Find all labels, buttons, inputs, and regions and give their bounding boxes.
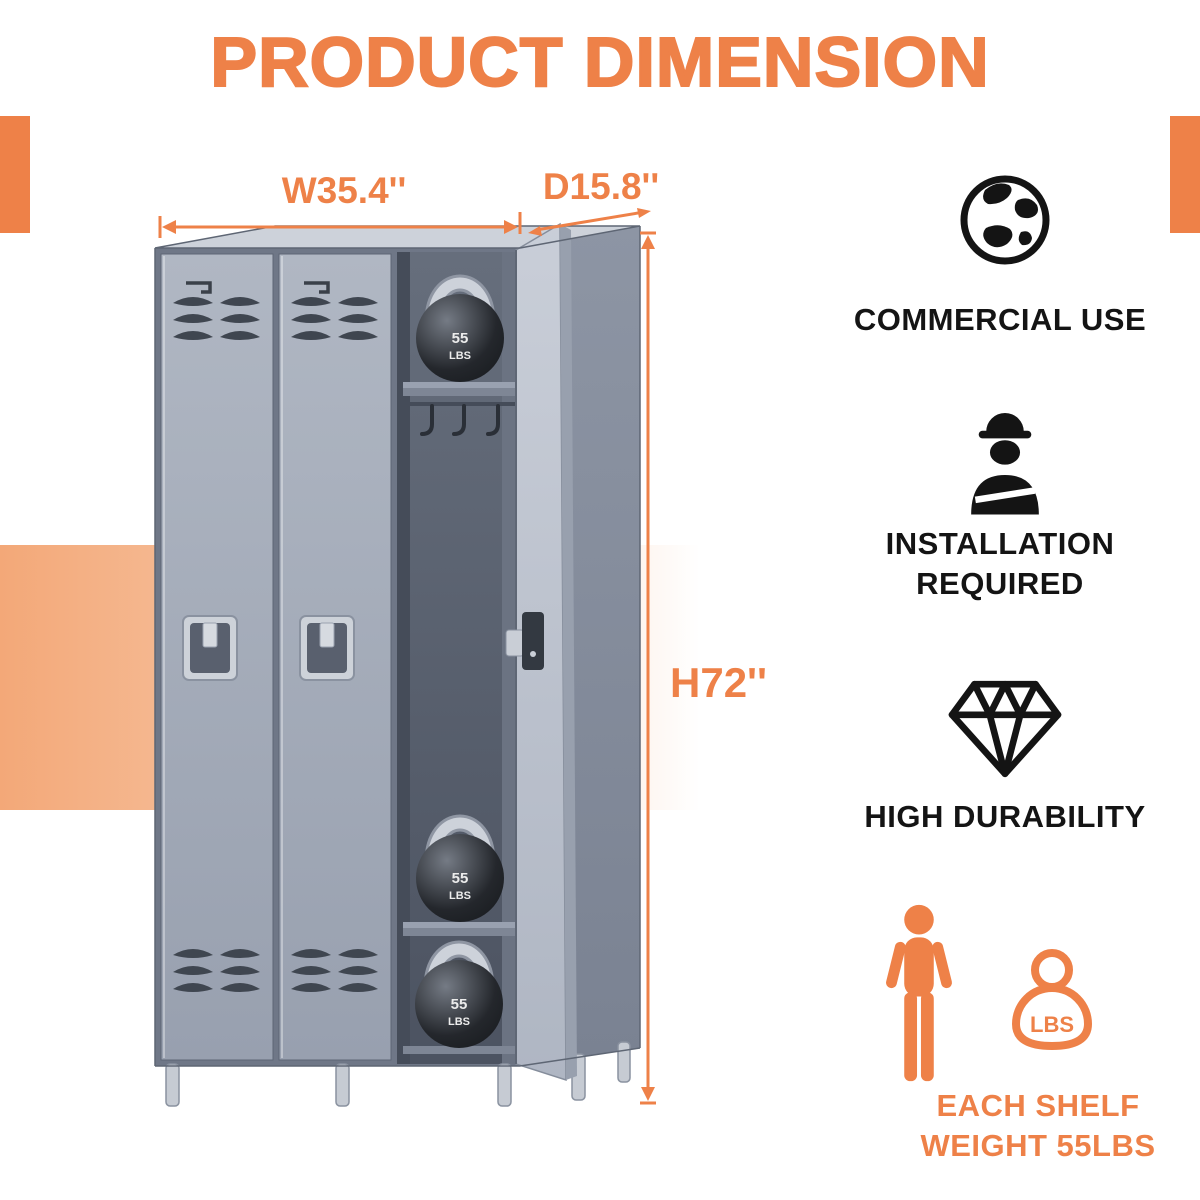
diamond-icon bbox=[948, 680, 1062, 778]
kettlebell-unit-label: LBS bbox=[449, 350, 471, 362]
door-lock bbox=[505, 612, 544, 670]
width-dimension-label: W35.4'' bbox=[282, 170, 407, 211]
locker-shelves bbox=[403, 382, 516, 1054]
depth-dimension-arrow bbox=[528, 208, 651, 236]
globe-icon bbox=[960, 175, 1050, 265]
construction-worker-icon bbox=[971, 412, 1039, 515]
dimension-annotations: W35.4'' D15.8'' H72'' bbox=[158, 166, 767, 1105]
height-dimension-label: H72'' bbox=[670, 659, 767, 706]
kettlebell-weight-label: 55 bbox=[451, 996, 468, 1013]
feature-label-shelf-weight: EACH SHELF WEIGHT 55LBS bbox=[920, 1088, 1156, 1164]
kettlebell-unit-label: LBS bbox=[449, 890, 471, 902]
door-top-brackets bbox=[186, 281, 330, 294]
depth-dimension-label: D15.8'' bbox=[543, 166, 659, 207]
kettlebell-top: 55 LBS bbox=[416, 283, 504, 382]
kettlebell-unit-label: LBS bbox=[448, 1016, 470, 1028]
kettlebell-middle: 55 LBS bbox=[416, 823, 504, 922]
feature-label-high-durability: HIGH DURABILITY bbox=[864, 799, 1146, 834]
height-dimension-arrow bbox=[640, 231, 656, 1105]
feature-label-commercial-use: COMMERCIAL USE bbox=[853, 302, 1147, 337]
weight-badge-label: LBS bbox=[1030, 1012, 1074, 1037]
weight-kettlebell-icon: LBS bbox=[1011, 949, 1093, 1051]
person-icon bbox=[886, 904, 952, 1082]
kettlebell-weight-label: 55 bbox=[452, 870, 469, 887]
door1-handle bbox=[182, 615, 238, 681]
door2-handle bbox=[299, 615, 355, 681]
open-door bbox=[505, 222, 577, 1082]
left-accent-bar bbox=[0, 116, 30, 233]
width-dimension-arrow bbox=[158, 212, 522, 238]
locker-illustration: 55 LBS 55 LBS 55 LBS bbox=[154, 166, 767, 1107]
coat-hooks bbox=[420, 404, 500, 436]
feature-label-installation-required: INSTALLATION REQUIRED bbox=[885, 526, 1115, 602]
right-accent-bar bbox=[1170, 116, 1200, 233]
page-title: PRODUCT DIMENSION bbox=[209, 22, 990, 102]
kettlebell-bottom: 55 LBS bbox=[415, 949, 503, 1048]
kettlebell-weight-label: 55 bbox=[452, 330, 469, 347]
